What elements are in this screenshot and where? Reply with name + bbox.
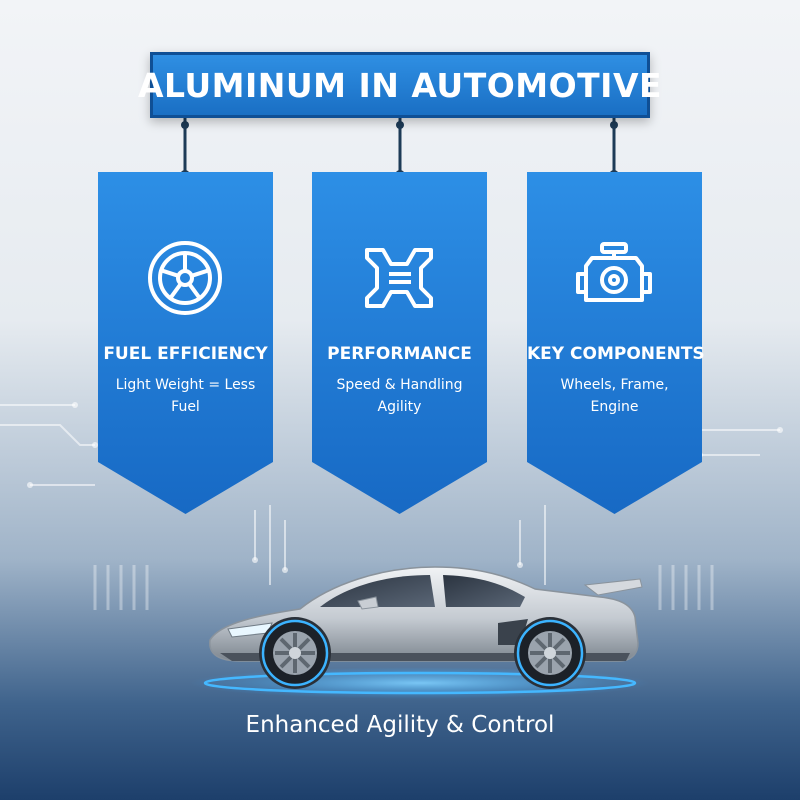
page-title: ALUMINUM IN AUTOMOTIVE (137, 65, 663, 105)
sports-car-illustration (190, 566, 650, 699)
engine-icon (576, 242, 652, 302)
panel-performance: PERFORMANCE Speed & Handling Agility (312, 172, 487, 514)
wheel-icon (148, 241, 222, 315)
pennant-shape (527, 172, 702, 514)
panel-key-components: KEY COMPONENTS Wheels, Frame, Engine (527, 172, 705, 514)
panel-heading: FUEL EFFICIENCY (103, 344, 268, 364)
panel-heading: PERFORMANCE (327, 344, 472, 364)
tagline: Enhanced Agility & Control (245, 712, 555, 738)
chassis-frame-icon (365, 248, 433, 308)
pennant-shape (312, 172, 487, 514)
panel-heading: KEY COMPONENTS (527, 344, 705, 364)
panel-fuel-efficiency: FUEL EFFICIENCY Light Weight = Less Fuel (98, 172, 273, 514)
pennant-shape (98, 172, 273, 514)
title-banner: ALUMINUM IN AUTOMOTIVE (138, 52, 662, 118)
panel-description: Light Weight = Less Fuel (115, 377, 256, 415)
panel-description: Speed & Handling Agility (336, 377, 463, 415)
panel-description: Wheels, Frame, Engine (560, 377, 669, 415)
